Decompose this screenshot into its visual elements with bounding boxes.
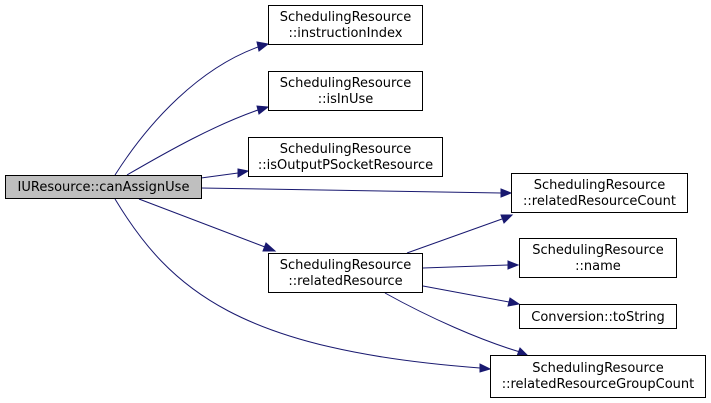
node-schedulingresource-isoutputpsocketresource[interactable]: SchedulingResource ::isOutputPSocketReso…: [248, 137, 443, 177]
node-box: [268, 5, 423, 45]
node-iuresource-canassignuse[interactable]: IUResource::canAssignUse: [5, 175, 202, 199]
arrowhead-relatedresourcecount-from-root: [500, 188, 513, 198]
node-label-line-1: SchedulingResource: [280, 10, 411, 25]
node-label-line-2: ::isOutputPSocketResource: [258, 158, 433, 173]
arrowhead-relatedresourcegroupcount-from-relatedresource: [516, 347, 530, 357]
node-label-line-1: SchedulingResource: [280, 258, 411, 273]
arrowhead-tostring: [507, 297, 521, 307]
node-conversion-tostring[interactable]: Conversion::toString: [519, 304, 677, 329]
node-label-line-1: SchedulingResource: [532, 243, 663, 258]
node-schedulingresource-relatedresourcegroupcount[interactable]: SchedulingResource ::relatedResourceGrou…: [490, 355, 706, 398]
edge-relatedresource-to-tostring: [422, 285, 510, 303]
arrowhead-relatedresourcecount-from-relatedresource: [500, 214, 514, 224]
edges-layer: [114, 41, 530, 373]
edge-cananassignuse-to-isinuse: [126, 109, 259, 176]
edge-cananassignuse-to-relatedresourcegroupcount: [114, 198, 481, 369]
node-schedulingresource-relatedresourcecount[interactable]: SchedulingResource ::relatedResourceCoun…: [511, 173, 688, 213]
arrowhead-relatedresourcegroupcount-from-root: [479, 363, 492, 373]
node-label-line-1: SchedulingResource: [532, 361, 663, 376]
node-box: [519, 304, 677, 329]
node-schedulingresource-instructionindex[interactable]: SchedulingResource ::instructionIndex: [268, 5, 423, 45]
node-box: [519, 238, 677, 278]
node-label-line-1: Conversion::toString: [531, 310, 665, 325]
edge-relatedresource-to-name: [422, 264, 509, 269]
arrowhead-name: [507, 260, 520, 270]
node-box: [268, 253, 423, 293]
arrowhead-relatedresource: [262, 242, 277, 252]
edge-cananassignuse-to-instructionindex: [114, 46, 259, 176]
node-schedulingresource-name[interactable]: SchedulingResource ::name: [519, 238, 677, 278]
node-label-line-2: ::relatedResourceGroupCount: [502, 377, 695, 392]
node-label-line-2: ::relatedResource: [288, 274, 402, 289]
edge-relatedresource-to-relatedresourcegroupcount: [384, 292, 521, 353]
node-box: [511, 173, 688, 213]
arrowhead-isoutputpsocketresource: [237, 168, 250, 178]
node-schedulingresource-isinuse[interactable]: SchedulingResource ::isInUse: [268, 71, 423, 111]
node-label-line-1: IUResource::canAssignUse: [18, 180, 190, 195]
arrowhead-isinuse: [256, 105, 270, 115]
node-schedulingresource-relatedresource[interactable]: SchedulingResource ::relatedResource: [268, 253, 423, 293]
node-label-line-2: ::name: [575, 259, 621, 274]
node-label-line-2: ::instructionIndex: [289, 26, 403, 41]
edge-cananassignuse-to-relatedresourcecount: [200, 187, 502, 194]
edge-cananassignuse-to-isoutputpsocketresource: [200, 172, 239, 179]
edge-cananassignuse-to-relatedresource: [138, 198, 266, 248]
edge-relatedresource-to-relatedresourcecount: [406, 218, 503, 254]
node-box: [268, 71, 423, 111]
node-label-line-1: SchedulingResource: [534, 178, 665, 193]
node-box: [5, 175, 202, 199]
arrowhead-instructionindex: [256, 41, 270, 52]
node-label-line-1: SchedulingResource: [280, 142, 411, 157]
node-label-line-2: ::relatedResourceCount: [523, 194, 676, 209]
node-box: [490, 355, 706, 398]
node-label-line-1: SchedulingResource: [280, 76, 411, 91]
node-box: [248, 137, 443, 177]
node-label-line-2: ::isInUse: [318, 92, 374, 107]
